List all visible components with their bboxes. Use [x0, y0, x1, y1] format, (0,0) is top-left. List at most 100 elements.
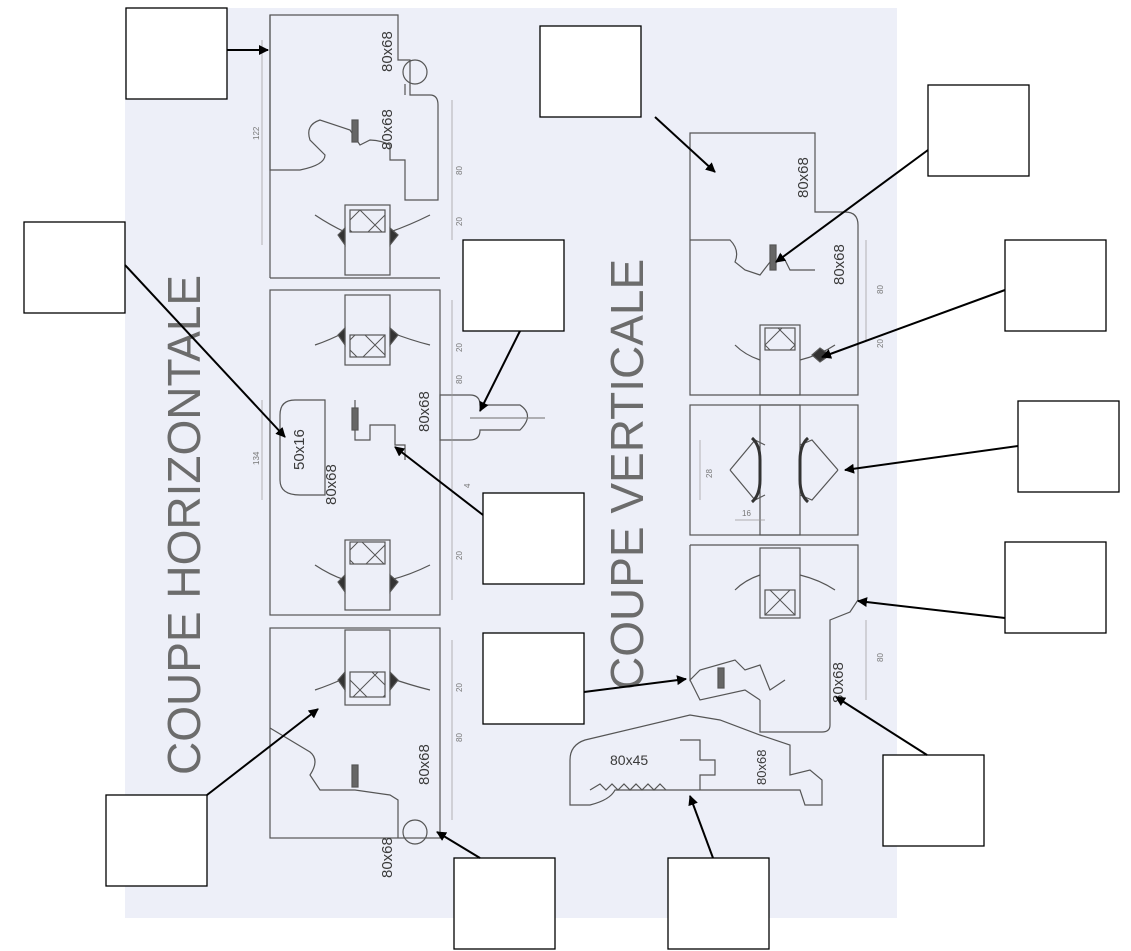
callout-box-11[interactable]	[882, 754, 985, 847]
label-h-mullion-post: 50x16	[291, 429, 308, 470]
arrow-5	[479, 330, 521, 412]
callout-box-3[interactable]	[927, 84, 1030, 177]
label-v-sill-frame: 80x68	[754, 750, 769, 785]
arrow-14	[688, 795, 714, 859]
label-v-sill: 80x45	[610, 752, 648, 768]
h-middle-block	[269, 289, 441, 616]
callout-box-8[interactable]	[482, 492, 585, 585]
h-top-frame	[269, 14, 439, 201]
horizontal-section	[261, 14, 545, 845]
h-bottom-sash-profile	[269, 727, 399, 838]
h-top-glass-spacer	[349, 209, 386, 233]
arrow-12	[206, 708, 319, 796]
dim-v16: 16	[742, 509, 751, 518]
v-bottom-seal	[717, 667, 725, 689]
dim-20c: 20	[455, 551, 464, 560]
dim-4: 4	[463, 483, 472, 488]
dim-v80a: 80	[876, 285, 885, 294]
h-top-hinge	[402, 59, 428, 85]
v-middle-block	[689, 404, 859, 536]
v-drip-rail	[689, 679, 761, 701]
arrow-6	[821, 289, 1006, 359]
h-bottom-glass-unit	[344, 629, 391, 706]
h-mid-glass-spacer-top	[349, 334, 386, 358]
v-top-glass-spacer	[764, 327, 796, 351]
h-bottom-hinge	[402, 819, 428, 845]
label-h-bottom-sash: 80x68	[416, 744, 433, 785]
h-mullion-post	[279, 399, 326, 496]
v-top-seal	[769, 244, 777, 271]
v-bottom-sash	[690, 544, 859, 733]
arrow-10	[583, 675, 687, 693]
v-middle-glass	[759, 404, 801, 536]
arrow-7	[844, 445, 1019, 474]
dim-20d: 20	[455, 683, 464, 692]
arrow-13	[436, 831, 481, 859]
dim-20b: 20	[455, 343, 464, 352]
callout-box-14[interactable]	[667, 857, 770, 950]
h-mid-bead-bottom	[314, 564, 431, 581]
v-sill	[569, 714, 823, 806]
label-v-bottom-sash: 80x68	[830, 662, 847, 703]
v-bar-right	[799, 439, 839, 501]
arrow-3	[775, 149, 929, 263]
dim-v28: 28	[705, 469, 714, 478]
callout-arrows	[124, 45, 1019, 859]
h-bottom-gasket	[337, 670, 399, 692]
label-h-top-sash: 80x68	[379, 109, 396, 150]
callout-box-5[interactable]	[462, 239, 565, 332]
dim-80b: 80	[455, 375, 464, 384]
title-horizontal: COUPE HORIZONTALE	[158, 275, 210, 775]
dim-134: 134	[252, 451, 261, 465]
arrow-2	[654, 116, 716, 173]
h-mid-gasket-top	[337, 326, 399, 347]
v-drip-profile	[689, 545, 786, 691]
arrow-11	[835, 696, 928, 756]
h-mid-rebate	[354, 400, 406, 460]
callout-box-10[interactable]	[482, 632, 585, 725]
label-h-mid-sash-b: 80x68	[416, 391, 433, 432]
title-vertical: COUPE VERTICALE	[601, 259, 653, 690]
dim-80a: 80	[455, 166, 464, 175]
v-bottom-glass-spacer	[764, 589, 796, 616]
v-bar-gasket-left	[750, 436, 762, 504]
h-top-seal	[351, 119, 359, 143]
v-bottom-glass-unit	[759, 547, 801, 619]
v-top-frame	[689, 132, 859, 396]
arrow-9	[857, 597, 1006, 619]
label-h-mid-sash-a: 80x68	[323, 464, 340, 505]
callout-box-7[interactable]	[1017, 400, 1120, 493]
label-v-top-frame: 80x68	[795, 157, 812, 198]
dim-v20: 20	[876, 339, 885, 348]
arrow-8	[394, 446, 484, 516]
dim-122: 122	[252, 126, 261, 140]
callout-box-1[interactable]	[125, 7, 228, 100]
callout-boxes	[23, 7, 1120, 950]
arrow-4	[124, 264, 286, 438]
dim-v80b: 80	[876, 653, 885, 662]
callout-box-13[interactable]	[453, 857, 556, 950]
v-bottom-bead	[734, 574, 836, 591]
callout-box-6[interactable]	[1004, 239, 1107, 332]
drawing-sheet	[125, 8, 897, 918]
v-sill-rebate	[680, 739, 716, 790]
h-bottom-seal	[351, 764, 359, 788]
label-h-bottom-frame: 80x68	[379, 837, 396, 878]
callout-box-12[interactable]	[105, 794, 208, 887]
h-top-gasket	[337, 226, 399, 247]
h-mid-gasket-bottom	[337, 573, 399, 594]
v-sill-groove	[589, 783, 667, 791]
h-mid-seal	[351, 407, 359, 431]
callout-box-4[interactable]	[23, 221, 126, 314]
callout-box-9[interactable]	[1004, 541, 1107, 634]
label-h-top-frame: 80x68	[379, 31, 396, 72]
v-top-sash-profile	[690, 239, 815, 276]
h-mid-glass-spacer-bottom	[349, 541, 386, 565]
h-bottom-block	[269, 627, 441, 839]
dim-20a: 20	[455, 217, 464, 226]
h-bottom-glass-spacer	[349, 671, 386, 698]
callout-box-2[interactable]	[539, 25, 642, 118]
vertical-section	[569, 132, 867, 806]
